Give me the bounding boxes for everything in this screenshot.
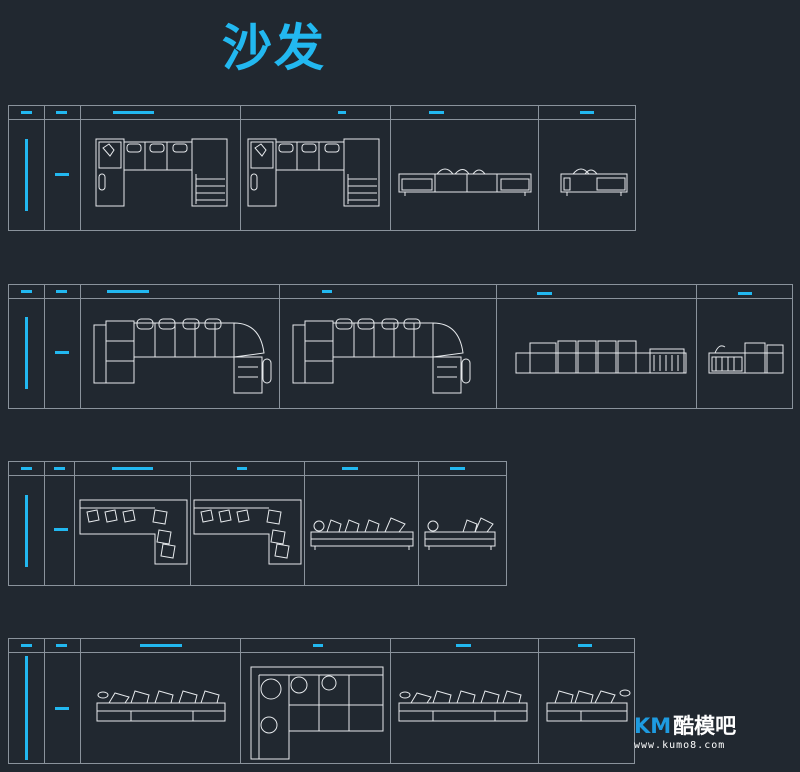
sofa-table-row-1 (8, 105, 636, 231)
header-label-bar (140, 644, 182, 647)
sofa-table-row-4 (8, 638, 635, 764)
header-label-bar (338, 111, 346, 114)
row-dash (55, 173, 69, 176)
header-label-bar (56, 644, 67, 647)
sofa-elevation-drawing (707, 335, 787, 377)
header-label-bar (237, 467, 247, 470)
sofa-plan-drawing (292, 317, 472, 397)
table-header (9, 285, 792, 299)
row-dash (55, 707, 69, 710)
row-label-bar (25, 139, 28, 211)
header-label-bar (107, 290, 149, 293)
table-header (9, 106, 635, 120)
sofa-plan-drawing (95, 134, 231, 209)
header-label-bar (322, 290, 332, 293)
header-label-bar (450, 467, 465, 470)
sofa-elevation-drawing (397, 683, 533, 725)
sofa-plan-drawing (247, 134, 383, 209)
header-label-bar (113, 111, 154, 114)
header-label-bar (313, 644, 323, 647)
sofa-elevation-drawing (309, 512, 417, 554)
sofa-plan-drawing (79, 496, 189, 566)
table-header (9, 462, 506, 476)
header-label-bar (21, 467, 32, 470)
header-label-bar (21, 111, 32, 114)
header-label-bar (21, 644, 32, 647)
watermark-logo: KM酷模吧 (634, 710, 736, 740)
sofa-table-row-3 (8, 461, 507, 586)
header-label-bar (54, 467, 65, 470)
header-label-bar (21, 290, 32, 293)
sofa-table-row-2 (8, 284, 793, 409)
sofa-elevation-drawing (95, 683, 231, 725)
header-label-bar (342, 467, 358, 470)
header-label-bar (429, 111, 444, 114)
sofa-elevation-drawing (545, 683, 633, 725)
header-label-bar (578, 644, 592, 647)
header-label-bar (56, 111, 67, 114)
header-label-bar (112, 467, 153, 470)
row-dash (55, 351, 69, 354)
row-label-bar (25, 317, 28, 389)
sofa-elevation-drawing (559, 164, 631, 198)
sofa-plan-drawing (193, 496, 303, 566)
watermark: KM酷模吧 www.kumo8.com (634, 710, 794, 760)
watermark-brand-name: 酷模吧 (673, 714, 737, 738)
header-label-bar (580, 111, 594, 114)
sofa-plan-drawing (249, 665, 385, 761)
sofa-plan-drawing (93, 317, 273, 397)
header-label-bar (56, 290, 67, 293)
header-label-bar (537, 292, 552, 295)
header-label-bar (456, 644, 471, 647)
table-header (9, 639, 634, 653)
sofa-elevation-drawing (423, 512, 499, 554)
row-label-bar (25, 656, 28, 760)
page-title: 沙发 (222, 19, 326, 77)
row-label-bar (25, 495, 28, 567)
header-label-bar (738, 292, 752, 295)
sofa-elevation-drawing (514, 335, 689, 377)
row-dash (54, 528, 68, 531)
watermark-url: www.kumo8.com (634, 740, 726, 751)
watermark-brand-prefix: KM (634, 714, 672, 738)
sofa-elevation-drawing (397, 164, 535, 198)
